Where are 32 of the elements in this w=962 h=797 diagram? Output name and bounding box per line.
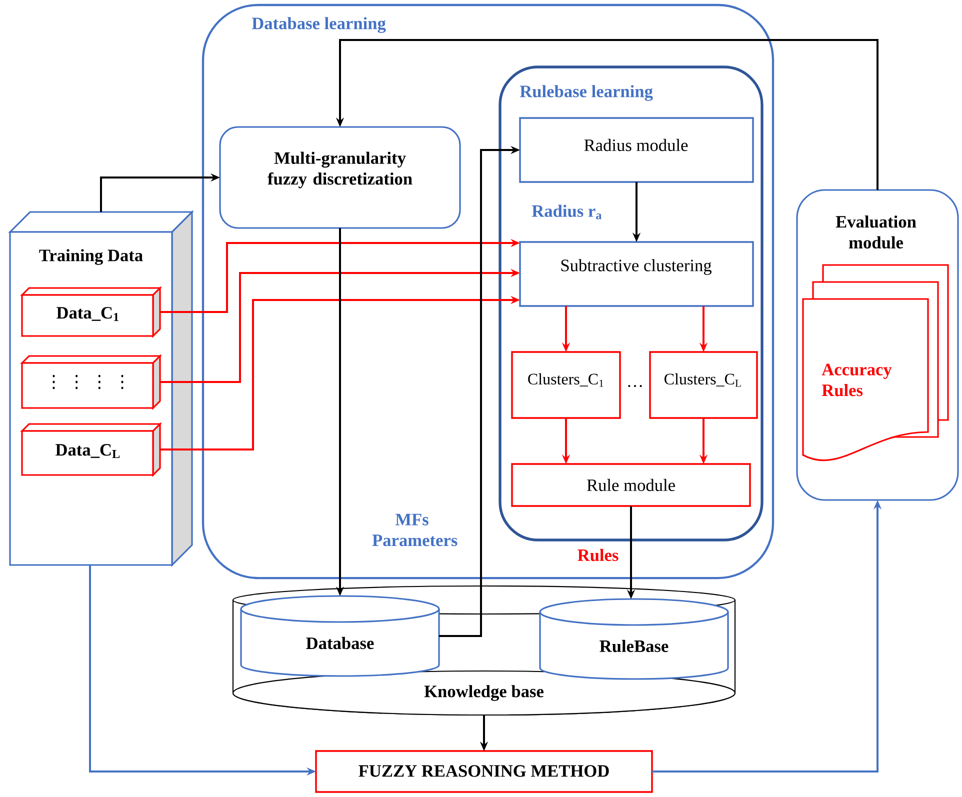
- process-box: [511, 463, 751, 507]
- node-label: Clusters_C$_{1}$: [528, 373, 604, 387]
- ellipsis: …: [628, 384, 642, 388]
- node-label: Evaluation module: [836, 216, 916, 249]
- node-label: Training Data: [39, 249, 143, 265]
- group-title: Rulebase learning: [520, 85, 653, 101]
- cylinder: [240, 595, 440, 677]
- edge-label: Rules: [576, 548, 620, 562]
- process-box: [519, 241, 754, 307]
- node-label: Knowledge base: [424, 685, 544, 701]
- node-label: Subtractive clustering: [561, 259, 712, 275]
- process-box: [519, 117, 754, 183]
- node-label: Radius module: [584, 138, 688, 152]
- process-box: [315, 750, 653, 793]
- group-title: Database learning: [252, 17, 386, 33]
- node-label: Data_C$_{1}$: [56, 307, 118, 321]
- node-label: Clusters_C$_{L}$: [664, 373, 741, 387]
- node-label: FUZZY REASONING METHOD: [358, 765, 609, 777]
- process-box: [511, 351, 621, 419]
- node-label: Accuracy Rules: [822, 364, 892, 396]
- process-box: [649, 351, 758, 419]
- node-label: Data_C$_{L}$: [56, 444, 120, 458]
- edge-label: MFs Parameters: [370, 512, 458, 548]
- edge-label: Radius r$_{a}$: [530, 203, 604, 221]
- node-label: RuleBase: [600, 640, 668, 652]
- node-label: ⋮ ⋮ ⋮ ⋮: [52, 375, 124, 389]
- node-label: Multi-granularity fuzzy discretization: [268, 152, 412, 188]
- cylinder: [539, 598, 729, 680]
- process-box: [219, 126, 461, 229]
- node-label: Database: [306, 636, 374, 650]
- node-label: Rule module: [586, 478, 675, 492]
- document-stack: [802, 264, 949, 462]
